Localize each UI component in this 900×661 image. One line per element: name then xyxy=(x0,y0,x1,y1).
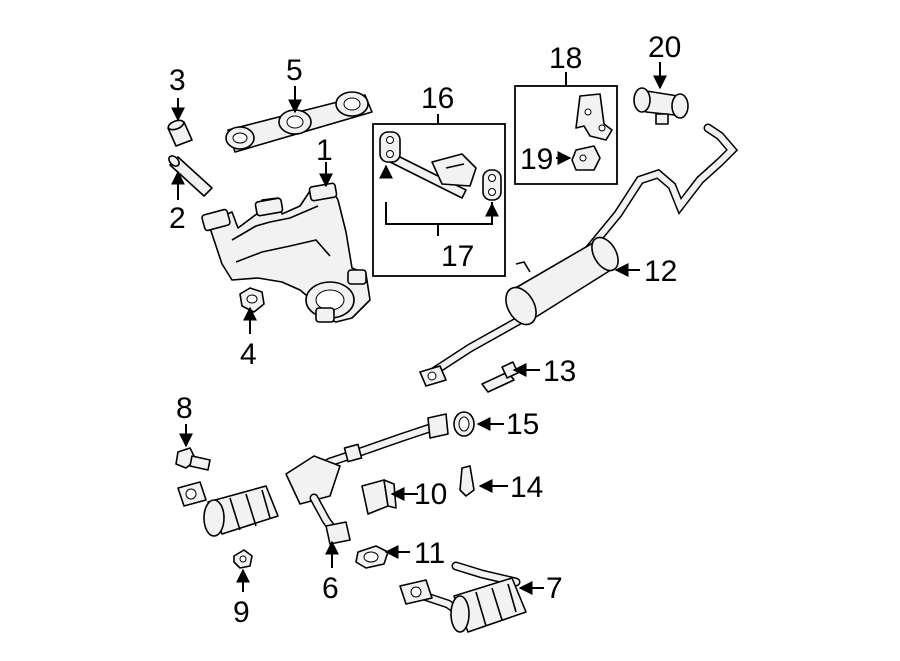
leader-lines xyxy=(171,62,667,595)
callout-labels: 1 2 3 4 5 6 7 8 9 10 11 12 13 14 15 16 1… xyxy=(169,31,681,629)
callout-6: 6 xyxy=(322,572,339,605)
part-5-manifold-gasket xyxy=(225,91,373,153)
part-15-seal-ring xyxy=(453,411,475,437)
callout-20: 20 xyxy=(648,31,681,64)
callout-1: 1 xyxy=(316,134,333,167)
callout-10: 10 xyxy=(414,478,447,511)
callout-19: 19 xyxy=(520,143,553,176)
part-1-exhaust-manifold xyxy=(201,182,371,323)
callout-3: 3 xyxy=(169,64,186,97)
callout-17: 17 xyxy=(441,240,474,273)
callout-4: 4 xyxy=(240,338,257,371)
part-2-stud xyxy=(168,155,213,197)
part-9-nut xyxy=(233,549,253,569)
part-16-hanger-bracket xyxy=(381,149,477,199)
callout-12: 12 xyxy=(644,255,677,288)
part-19-insulator xyxy=(571,145,601,171)
part-13-oxygen-sensor xyxy=(481,361,519,393)
part-11-gasket xyxy=(355,545,389,569)
part-20-clamp xyxy=(633,87,689,125)
callout-11: 11 xyxy=(414,537,445,570)
callout-7: 7 xyxy=(546,572,563,605)
part-12-muffler xyxy=(419,123,739,387)
part-17-insulators xyxy=(379,131,502,201)
callout-18: 18 xyxy=(549,42,582,75)
part-4-nut xyxy=(239,287,265,313)
part-14-hanger-pin xyxy=(459,465,475,497)
callout-15: 15 xyxy=(506,408,539,441)
callout-9: 9 xyxy=(233,596,250,629)
part-8-bolt xyxy=(175,447,211,471)
callout-16: 16 xyxy=(421,82,454,115)
callout-13: 13 xyxy=(543,355,576,388)
part-7-catalytic-converter xyxy=(399,561,527,633)
callout-8: 8 xyxy=(176,392,193,425)
part-18-bracket xyxy=(575,93,613,141)
callout-2: 2 xyxy=(169,202,186,235)
catalytic-converter-assembly xyxy=(177,413,449,545)
callout-14: 14 xyxy=(510,471,543,504)
part-10-heat-shield xyxy=(361,479,397,515)
part-3-sleeve xyxy=(167,119,193,147)
callout-5: 5 xyxy=(286,54,303,87)
